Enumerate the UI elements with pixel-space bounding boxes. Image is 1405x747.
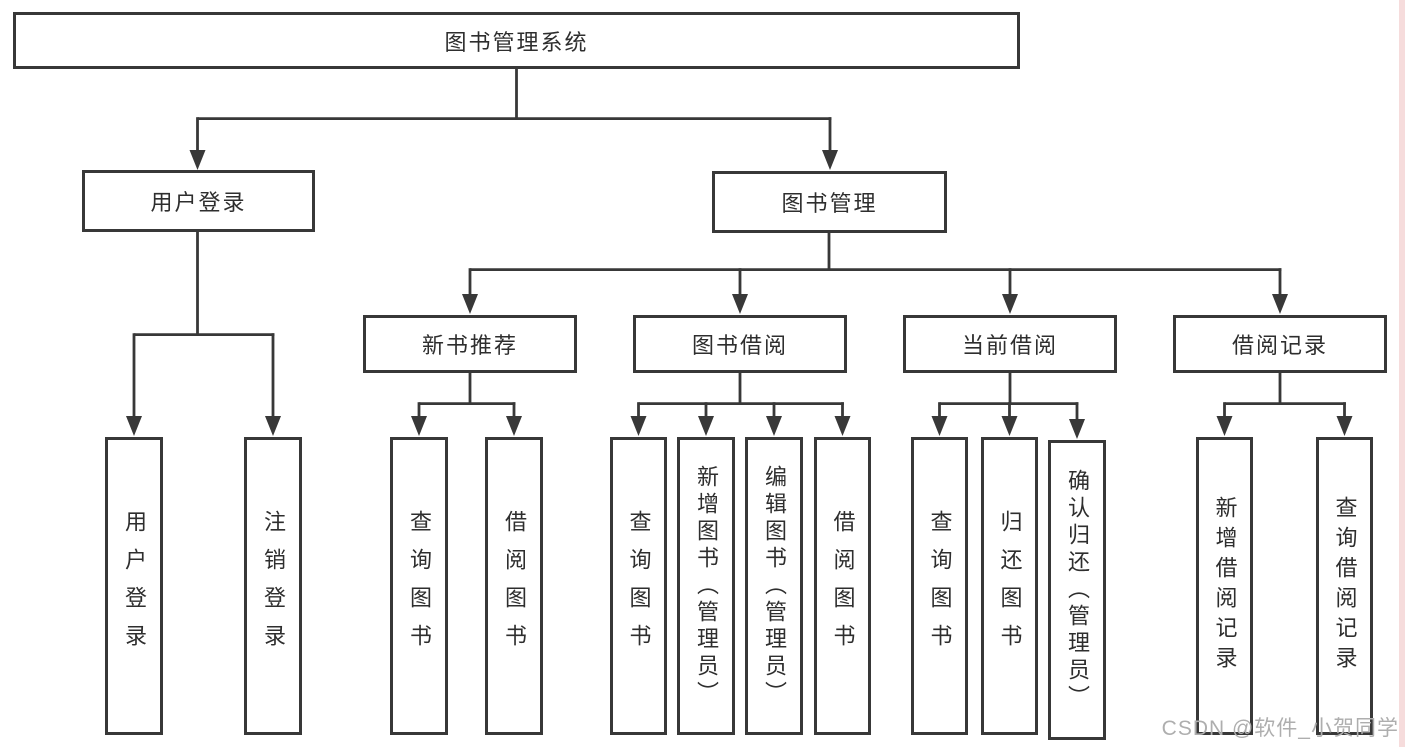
leaf-label: 借阅图书: [830, 510, 856, 662]
node-label: 图书借阅: [691, 333, 788, 358]
node-label: 图书管理系统: [444, 29, 589, 55]
node-new-book-recommend: 新书推荐: [363, 315, 577, 373]
leaf-add-book-admin: 新增图书（管理员）: [677, 437, 735, 735]
leaf-logout: 注销登录: [244, 437, 302, 735]
node-current-borrow: 当前借阅: [903, 315, 1117, 373]
leaf-query-borrow-record: 查询借阅记录: [1316, 437, 1373, 735]
right-edge-strip: [1399, 0, 1405, 747]
node-label: 借阅记录: [1231, 333, 1328, 358]
node-user-login: 用户登录: [82, 170, 315, 232]
leaf-label: 查询图书: [407, 510, 432, 662]
leaf-add-borrow-record: 新增借阅记录: [1196, 437, 1253, 735]
leaf-label: 新增图书（管理员）: [694, 464, 719, 708]
leaf-label: 注销登录: [261, 510, 286, 662]
node-library-management-system: 图书管理系统: [13, 12, 1020, 69]
node-borrow-records: 借阅记录: [1173, 315, 1387, 373]
node-label: 用户登录: [150, 190, 247, 215]
leaf-edit-book-admin: 编辑图书（管理员）: [745, 437, 803, 735]
csdn-watermark: CSDN @软件_小贺同学: [1161, 717, 1399, 740]
node-label: 新书推荐: [421, 333, 518, 358]
leaf-label: 用户登录: [122, 510, 147, 662]
leaf-return-book: 归还图书: [981, 437, 1038, 735]
leaf-label: 新增借阅记录: [1212, 496, 1238, 676]
leaf-label: 确认归还（管理员）: [1065, 468, 1090, 712]
leaf-user-login: 用户登录: [105, 437, 163, 735]
leaf-label: 查询图书: [626, 510, 652, 662]
leaf-label: 查询借阅记录: [1332, 496, 1358, 676]
leaf-label: 查询图书: [927, 510, 953, 662]
leaf-query-books: 查询图书: [911, 437, 968, 735]
leaf-confirm-return-admin: 确认归还（管理员）: [1048, 440, 1106, 740]
leaf-query-books: 查询图书: [610, 437, 667, 735]
node-book-borrow: 图书借阅: [633, 315, 847, 373]
node-label: 图书管理: [781, 191, 878, 216]
node-book-management: 图书管理: [712, 171, 947, 233]
node-label: 当前借阅: [961, 333, 1058, 358]
leaf-borrow-books: 借阅图书: [485, 437, 543, 735]
leaf-label: 归还图书: [997, 510, 1023, 662]
leaf-label: 借阅图书: [502, 510, 527, 662]
leaf-query-books: 查询图书: [390, 437, 448, 735]
leaf-borrow-books: 借阅图书: [814, 437, 871, 735]
leaf-label: 编辑图书（管理员）: [762, 464, 787, 708]
